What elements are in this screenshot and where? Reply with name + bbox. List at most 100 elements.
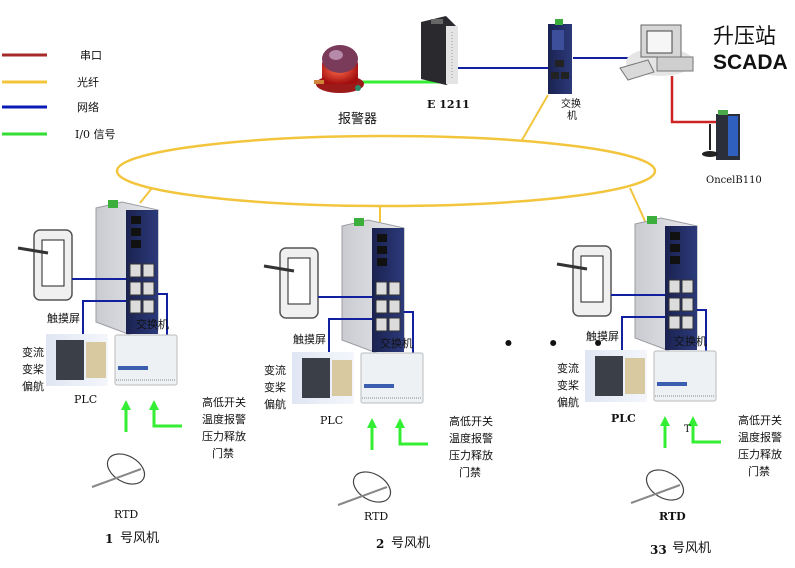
turbine-devices-3 [556,216,721,504]
fiber-link-turbine-1 [139,187,153,204]
legend-lines [2,53,47,136]
scada-title-en: SCADA [713,51,788,74]
e1211-module-icon [421,16,458,85]
plc-function: 偏航 [22,380,44,393]
fiber-ring [115,134,657,208]
plc-function: 偏航 [264,398,286,411]
turbine-devices-2 [263,218,428,506]
rtd-label: RTD [114,508,139,521]
turbine-number: 1 [105,532,114,546]
plc-icon [46,334,108,386]
switch-label: 交换机 [380,337,413,350]
rtd-label: RTD [364,510,389,523]
scada-title-cn: 升压站 [713,24,776,48]
alarm-label: 报警器 [338,112,378,127]
modem-icon [702,110,740,160]
serial-line-scada-modem [670,76,717,124]
signal-item: 压力释放 [449,449,493,462]
rtd-sensor-icon [337,471,392,506]
io-module-icon [360,352,424,404]
network-line-plc-switch [621,316,665,359]
signal-item: 温度报警 [202,413,246,426]
fiber-link-turbine-3 [629,187,646,222]
signal-list: 高低开关 温度报警 压力释放 门禁 [449,413,493,481]
plc-function: 变流 [557,362,579,375]
signal-item: 门禁 [459,466,481,479]
io-signal-arrow [152,408,182,428]
alarm-beacon-icon [314,45,364,93]
industrial-switch-icon [341,218,405,353]
touch-screen-icon [556,245,612,317]
network-line-io-switch [404,311,414,354]
plc-function: 变桨 [557,379,579,392]
turbine-number: 33 [650,543,667,557]
industrial-switch-icon [95,200,159,335]
io-arrow-head [149,400,159,410]
more-turbines-ellipsis: • • • [503,334,618,354]
plc-label: PLC [611,412,636,425]
touch-screen-label: 触摸屏 [586,330,619,343]
switch-label: 交换机 [674,335,707,348]
industrial-switch-icon [634,216,698,351]
plc-function: 变桨 [264,381,286,394]
legend-label-network: 网络 [77,101,99,114]
plc-icon [585,350,647,402]
signal-item: 压力释放 [738,448,782,461]
signal-item: 门禁 [212,447,234,460]
fiber-link-top-switch [521,94,549,141]
io-signal-arrow [398,426,428,446]
touch-screen-icon [263,247,319,319]
turbine-name: 号风机 [391,536,431,551]
signal-item: 门禁 [748,465,770,478]
switch-label: 交换机 [136,318,169,331]
signal-list: 高低开关 温度报警 压力释放 门禁 [202,394,246,462]
io-arrow-head [688,416,698,426]
legend-label-serial: 串口 [80,49,102,62]
touch-screen-icon [17,229,73,301]
signal-item: 温度报警 [738,431,782,444]
network-line-io-switch [158,293,168,336]
turbine-name: 号风机 [120,531,160,546]
touch-screen-label: 触摸屏 [293,333,326,346]
io-arrow-head [367,418,377,428]
rtd-sensor-icon [91,453,146,488]
signal-list: 高低开关 温度报警 压力释放 门禁 [738,412,782,480]
network-line-plc-switch [82,300,126,343]
io-module-icon [114,334,178,386]
plc-function-list: 变流 变桨 偏航 [557,360,579,411]
rtd-sensor-icon [630,469,685,504]
e1211-label: E 1211 [427,98,470,111]
plc-function: 变流 [264,364,286,377]
plc-function-list: 变流 变桨 偏航 [264,362,286,413]
signal-item: 高低开关 [449,415,493,428]
legend-label-io: I/0 信号 [75,128,116,141]
plc-function: 变桨 [22,363,44,376]
plc-function: 变流 [22,346,44,359]
signal-item: 温度报警 [449,432,493,445]
io-signal-arrow [691,424,721,444]
io-arrow-head [121,400,131,410]
io-arrow-head [660,416,670,426]
signal-item: 高低开关 [202,396,246,409]
plc-label: PLC [320,414,344,427]
io-arrow-head [395,418,405,428]
legend-label-fiber: 光纤 [77,76,99,89]
signal-item: 高低开关 [738,414,782,427]
top-switch-label-1: 交换 [561,99,581,110]
signal-mark: T [684,424,691,435]
top-switch-label-2: 机 [567,111,577,122]
plc-label: PLC [74,393,98,406]
touch-screen-label: 触摸屏 [47,312,80,325]
network-line-io-switch [697,309,707,352]
turbine-name: 号风机 [672,541,712,556]
plc-icon [292,352,354,404]
signal-item: 压力释放 [202,430,246,443]
top-switch-icon [548,19,572,94]
turbine-devices-1 [17,200,182,488]
modem-label: OncelB110 [706,175,762,186]
network-line-plc-switch [328,318,372,361]
turbine-number: 2 [376,537,385,551]
plc-function-list: 变流 变桨 偏航 [22,344,44,395]
io-module-icon [653,350,717,402]
